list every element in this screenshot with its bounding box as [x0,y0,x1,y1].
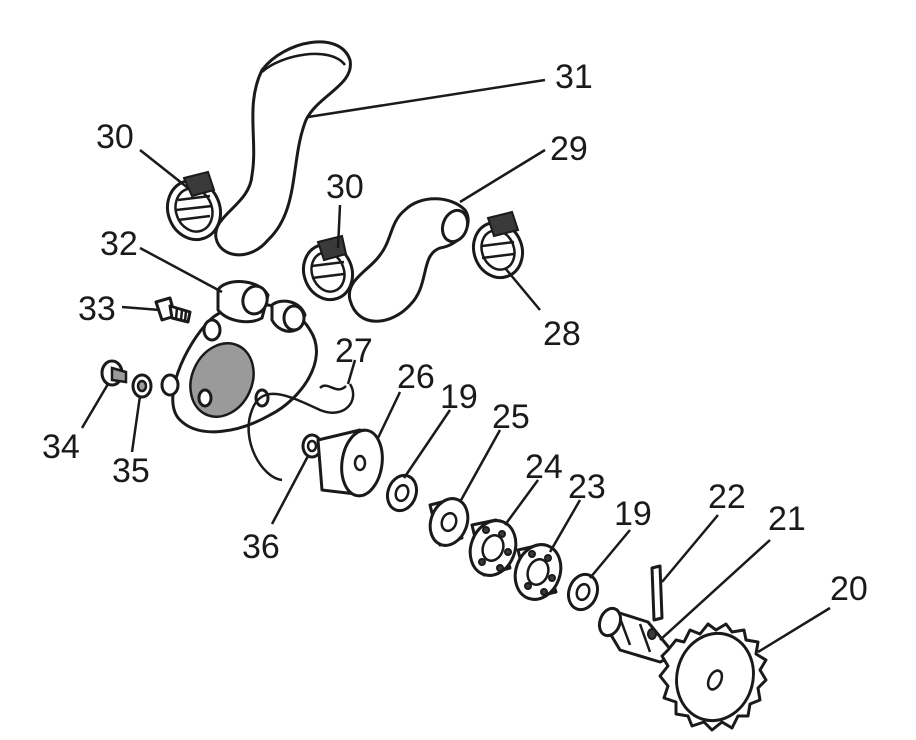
callout-labels: 31 30 29 30 32 28 33 27 26 19 25 34 35 2… [42,58,868,608]
shaft-21 [597,606,677,664]
leader-36 [270,455,310,525]
leader-30a [139,149,189,189]
callout-21: 21 [768,500,806,538]
leader-20 [757,606,831,654]
washer-19b [566,572,600,612]
leader-19b [589,529,631,579]
callout-29: 29 [550,130,588,168]
leader-24 [503,479,540,526]
washer-35 [131,373,153,399]
leader-33 [121,305,161,312]
callout-26: 26 [397,358,435,396]
callout-35: 35 [112,452,150,490]
leader-21 [659,539,771,641]
leader-32 [139,246,223,294]
seal-25 [428,497,470,547]
bearing-23 [513,543,563,601]
washer-19a [385,473,419,513]
pin-22 [650,564,664,622]
leader-22 [661,514,719,583]
leader-26 [376,391,402,439]
callout-28: 28 [543,315,581,353]
callout-22: 22 [708,478,746,516]
callout-33: 33 [78,290,116,328]
impeller-26 [316,428,384,498]
callout-31: 31 [555,58,593,96]
leader-31 [307,78,546,119]
leader-28 [504,267,541,311]
callout-34: 34 [42,428,80,466]
callout-20: 20 [830,570,868,608]
leader-27 [346,359,357,385]
bearing-24 [468,518,518,577]
callout-19b: 19 [614,495,652,533]
callout-27: 27 [335,332,373,370]
leader-23 [548,499,582,553]
screw-33 [154,296,192,324]
leader-34 [80,383,110,429]
leader-19a [402,409,452,479]
leader-30b [336,204,342,249]
leader-25 [458,429,502,503]
callout-23: 23 [568,468,606,506]
o-ring-27 [247,383,355,482]
gear-20 [658,622,768,732]
pump-cover-32 [160,280,318,434]
callout-32: 32 [100,225,138,263]
hose-clamp-28 [471,210,525,280]
leader-lines [80,78,831,654]
callout-25: 25 [492,398,530,436]
callout-30b: 30 [326,168,364,206]
callout-30a: 30 [96,118,134,156]
callout-24: 24 [525,448,563,486]
leader-35 [130,395,142,453]
hose-clamp-30a [166,170,222,242]
bolt-34 [100,359,128,387]
hose-29 [347,197,470,323]
callout-19a: 19 [440,378,478,416]
callout-36: 36 [242,528,280,566]
hose-31 [214,40,352,257]
leader-29 [459,148,546,204]
